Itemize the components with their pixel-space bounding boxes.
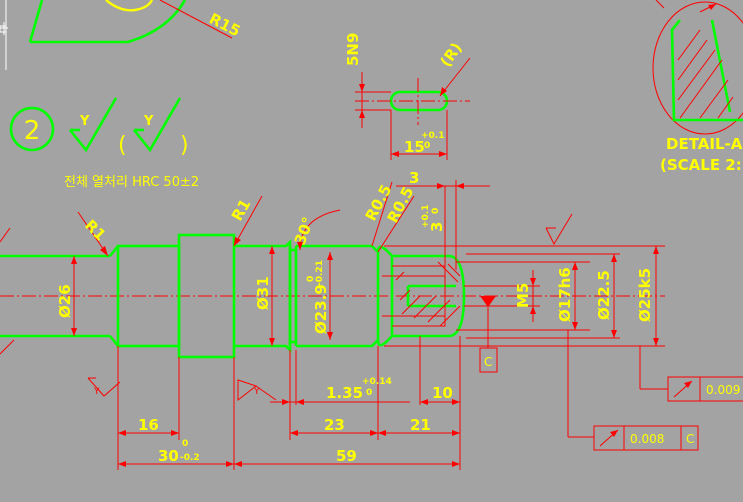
n9-label: 5N9 [344,33,362,66]
runout-1-datum: C [686,432,694,446]
d17-label: Ø17h6 [556,267,574,322]
runout-1-value: 0.008 [630,432,664,446]
sixteen-label: 16 [138,416,159,434]
key-length-label: 15 [404,138,425,156]
thirty-tol-low: -0.2 [180,453,200,463]
key-length-tol-low: 0 [424,141,430,151]
rough-symbol-1: Y [79,114,90,129]
fcf-runout-1: 0.008 C [567,330,699,451]
angle-label: 30° [291,215,318,248]
runout-2-value: 0.009 [706,383,740,397]
three-tol-up: +0.1 [421,205,431,228]
fcf-runout-2: 0.009 [639,346,743,402]
twentythree-label: 23 [324,416,345,434]
d225-label: Ø22.5 [595,270,613,320]
three-label: 3 [409,169,419,187]
d239-tol-low: -0.21 [315,260,325,286]
paren-open: ( [118,133,127,158]
groove-width-label: 1.35 [326,384,363,402]
process-notes: 2 Y ( Y ) 전체 열처리 HRC 50±2 [9,97,199,190]
shaft-main-view: C Ø26 Ø31 Ø23.9 0 -0.21 M5 Ø17h6 [0,169,665,470]
datum-c: C [484,355,492,369]
three-tol-label: 3 [428,222,446,232]
three-tol-low: 0 [431,208,441,214]
detail-a: DETAIL-A (SCALE 2: [652,0,743,174]
top-left-fragment: R15 [0,0,243,70]
keyway-view: 5N9 (R) 15 +0.1 0 [344,33,471,160]
groove-tol-low: 0 [366,388,372,398]
d239-label: Ø23.9 [312,284,330,334]
d31-label: Ø31 [254,276,272,310]
d26-label: Ø26 [56,284,74,318]
rough-left-mark: Y [93,387,100,397]
rough-mid-mark: Y [253,387,260,397]
detail-title: DETAIL-A [666,135,743,153]
key-radius-label: (R) [437,39,466,70]
ten-label: 10 [432,384,453,402]
twentyone-label: 21 [410,416,431,434]
thirty-label: 30 [158,447,179,465]
r15-label: R15 [206,10,243,41]
thirty-tol-up: 0 [182,439,188,449]
key-length-tol-up: +0.1 [421,131,444,141]
paren-close: ) [180,133,189,158]
r1-mid-label: R1 [228,196,255,224]
fiftynine-label: 59 [336,447,357,465]
d25-label: Ø25k5 [636,268,654,322]
r1-left-label: R1 [81,216,109,244]
detail-scale: (SCALE 2: [660,156,742,174]
rough-symbol-2: Y [143,114,154,129]
process-number: 2 [24,116,41,146]
d239-tol-up: 0 [306,276,316,282]
heat-treatment-note: 전체 열처리 HRC 50±2 [64,175,199,190]
groove-tol-up: +0.14 [362,377,392,387]
m5-label: M5 [514,283,532,308]
